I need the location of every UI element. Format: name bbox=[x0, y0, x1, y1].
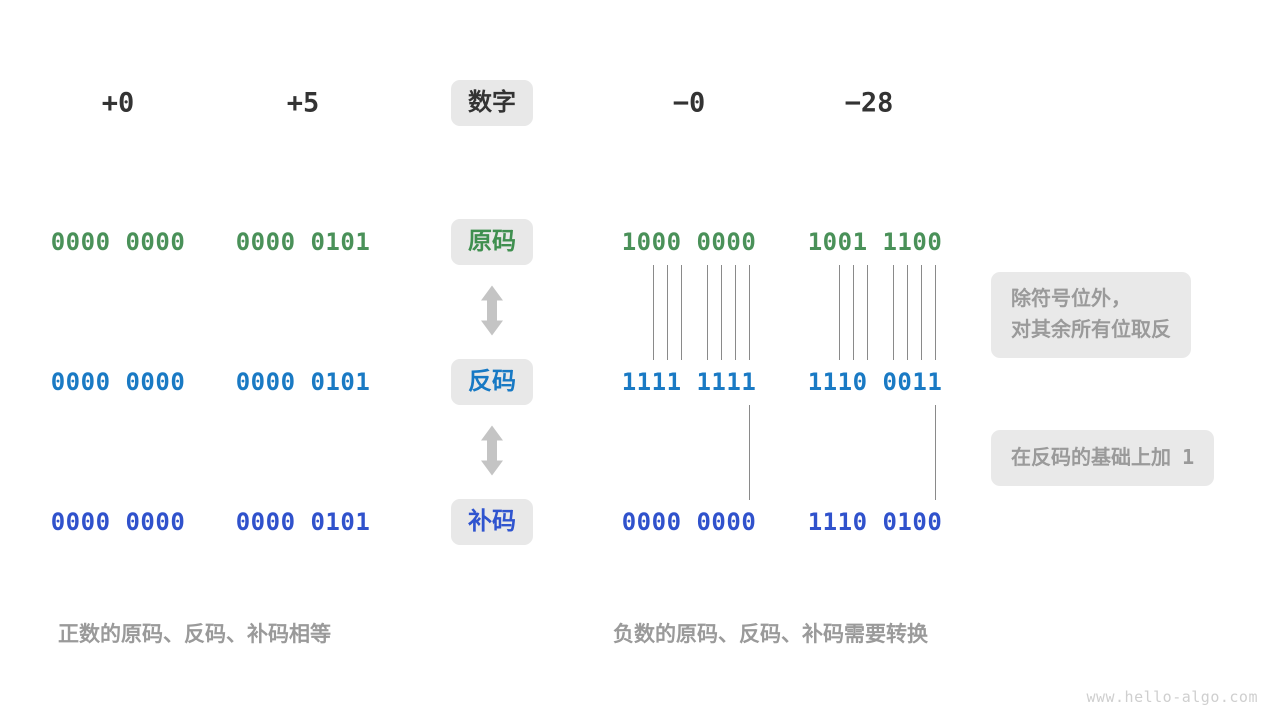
note-invert-line-2: 对其余所有位取反 bbox=[1011, 319, 1171, 341]
connector-line bbox=[839, 265, 840, 360]
ones-complement-neg-twentyeight: 1110 0011 bbox=[807, 368, 943, 396]
ones-complement-neg-zero: 1111 1111 bbox=[621, 368, 757, 396]
connector-line bbox=[749, 405, 750, 500]
ones-complement-pos-five: 0000 0101 bbox=[235, 368, 371, 396]
header-value-pos-zero: +0 bbox=[101, 87, 135, 119]
connector-line bbox=[853, 265, 854, 360]
header-value-neg-twentyeight: −28 bbox=[844, 87, 894, 119]
ones-complement-label: 反码 bbox=[451, 359, 533, 405]
connector-line bbox=[935, 265, 936, 360]
connector-line bbox=[681, 265, 682, 360]
twos-complement-pos-zero: 0000 0000 bbox=[50, 508, 186, 536]
connector-line bbox=[749, 265, 750, 360]
connector-line bbox=[721, 265, 722, 360]
caption-positive: 正数的原码、反码、补码相等 bbox=[58, 623, 331, 646]
note-invert-line-1: 除符号位外， bbox=[1011, 288, 1131, 310]
sign-magnitude-label-pill: 原码 bbox=[451, 219, 533, 265]
header-row-label-pill: 数字 bbox=[451, 80, 533, 126]
ones-complement-label-pill: 反码 bbox=[451, 359, 533, 405]
sign-magnitude-label: 原码 bbox=[451, 219, 533, 265]
connector-line bbox=[907, 265, 908, 360]
header-value-neg-zero: −0 bbox=[672, 87, 706, 119]
connector-line bbox=[735, 265, 736, 360]
connector-line bbox=[921, 265, 922, 360]
connector-line bbox=[935, 405, 936, 500]
connector-line bbox=[667, 265, 668, 360]
header-row-label: 数字 bbox=[451, 80, 533, 126]
sign-magnitude-neg-twentyeight: 1001 1100 bbox=[807, 228, 943, 256]
twos-complement-neg-zero: 0000 0000 bbox=[621, 508, 757, 536]
watermark: www.hello-algo.com bbox=[1086, 688, 1258, 706]
caption-negative: 负数的原码、反码、补码需要转换 bbox=[613, 623, 928, 646]
twos-complement-pos-five: 0000 0101 bbox=[235, 508, 371, 536]
twos-complement-label: 补码 bbox=[451, 499, 533, 545]
connector-line bbox=[707, 265, 708, 360]
sign-magnitude-pos-five: 0000 0101 bbox=[235, 228, 371, 256]
header-value-pos-five: +5 bbox=[286, 87, 320, 119]
note-add-one-value: 1 bbox=[1182, 445, 1195, 469]
double-arrow-vertical-icon-2 bbox=[477, 424, 507, 483]
ones-complement-pos-zero: 0000 0000 bbox=[50, 368, 186, 396]
connector-line bbox=[867, 265, 868, 360]
note-invert-bits: 除符号位外， 对其余所有位取反 bbox=[991, 272, 1191, 358]
note-add-one-text: 在反码的基础上加 bbox=[1011, 447, 1171, 469]
connector-line bbox=[893, 265, 894, 360]
double-arrow-vertical-icon-1 bbox=[477, 284, 507, 343]
twos-complement-neg-twentyeight: 1110 0100 bbox=[807, 508, 943, 536]
sign-magnitude-pos-zero: 0000 0000 bbox=[50, 228, 186, 256]
note-add-one: 在反码的基础上加 1 bbox=[991, 430, 1215, 486]
sign-magnitude-neg-zero: 1000 0000 bbox=[621, 228, 757, 256]
twos-complement-label-pill: 补码 bbox=[451, 499, 533, 545]
connector-line bbox=[653, 265, 654, 360]
